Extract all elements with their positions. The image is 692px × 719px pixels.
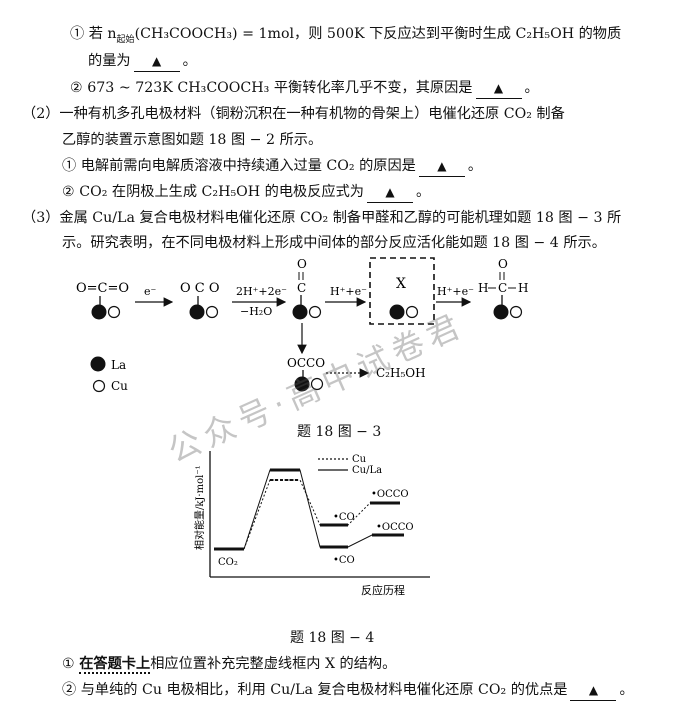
x-label: X [396,276,406,292]
legend-la: La [111,358,126,372]
legend-cu: Cu [352,454,367,465]
legend-cu: Cu [111,379,128,393]
figure-4-caption: 题 18 图 − 4 [290,630,375,646]
hcho-h2: H [518,281,528,295]
answer-blank-3[interactable]: ▲ [418,156,465,177]
co-carbon: C [297,281,306,295]
hcho-oxygen: O [498,257,508,271]
occo-intermediate: OCCO [287,356,325,370]
answer-blank-2[interactable]: ▲ [475,78,522,99]
q-line-7: ② CO₂ 在阴极上生成 C₂H₅OH 的电极反应式为▲。 [62,182,430,203]
bent-co2: O C O [180,281,220,296]
step2-bottom-label: −H₂O [240,305,272,318]
co-oxygen: O [297,257,307,271]
q-line-5: 乙醇的装置示意图如题 18 图 − 2 所示。 [62,132,323,148]
emphasis-answer-card: 在答题卡上 [79,656,151,674]
x-axis-label: 反应历程 [361,583,405,597]
ethanol-product: C₂H₅OH [376,366,426,380]
co-label-upper: •CO [333,512,355,523]
answer-blank-1[interactable]: ▲ [133,51,180,72]
step1-label: e⁻ [144,285,157,298]
q-line-6: ① 电解前需向电解质溶液中持续通入过量 CO₂ 的原因是▲。 [62,156,482,177]
legend-cula: Cu/La [352,465,382,476]
q-line-9: 示。研究表明，在不同电极材料上形成中间体的部分反应活化能如题 18 图 − 4 … [62,235,606,251]
figure-3-caption: 题 18 图 − 3 [297,424,382,440]
co2-level-label: CO₂ [218,557,238,568]
x-dashed-box[interactable] [369,257,435,325]
q-line-10: ① 在答题卡上相应位置补充完整虚线框内 X 的结构。 [62,656,397,674]
occo-label-upper: •OCCO [371,489,409,500]
hcho-h1: H [478,281,488,295]
mechanism-figure: O=C=O e⁻ O C O 2H⁺+2e⁻ −H₂O O C H⁺+e⁻ X … [76,257,528,393]
answer-blank-5[interactable]: ▲ [570,680,617,701]
step3-label: H⁺+e⁻ [330,285,367,298]
step4-label: H⁺+e⁻ [437,285,474,298]
answer-blank-4[interactable]: ▲ [366,182,413,203]
co-label-lower: •CO [333,555,355,566]
hcho-carbon: C [498,281,507,295]
q-line-2: 的量为▲。 [88,51,197,72]
q-line-4: （2）一种有机多孔电极材料（铜粉沉积在一种有机物的骨架上）电催化还原 CO₂ 制… [22,106,565,122]
y-axis-label: 相对能量/kJ·mol⁻¹ [193,465,206,550]
co2-molecule: O=C=O [76,281,129,296]
q-line-8: （3）金属 Cu/La 复合电极材料电催化还原 CO₂ 制备甲醛和乙醇的可能机理… [22,210,622,226]
occo-label-lower: •OCCO [376,522,414,533]
q-line-11: ② 与单纯的 Cu 电极相比，利用 Cu/La 复合电极材料电催化还原 CO₂ … [62,680,634,701]
q-line-1: ① 若 n起始(CH₃COOCH₃) = 1mol，则 500K 下反应达到平衡… [70,26,622,45]
q-line-3: ② 673 ~ 723K CH₃COOCH₃ 平衡转化率几乎不变，其原因是▲。 [70,78,539,99]
step2-top-label: 2H⁺+2e⁻ [236,285,287,298]
energy-diagram: 相对能量/kJ·mol⁻¹ 反应历程 Cu Cu/La CO₂ •CO •CO … [193,451,430,597]
